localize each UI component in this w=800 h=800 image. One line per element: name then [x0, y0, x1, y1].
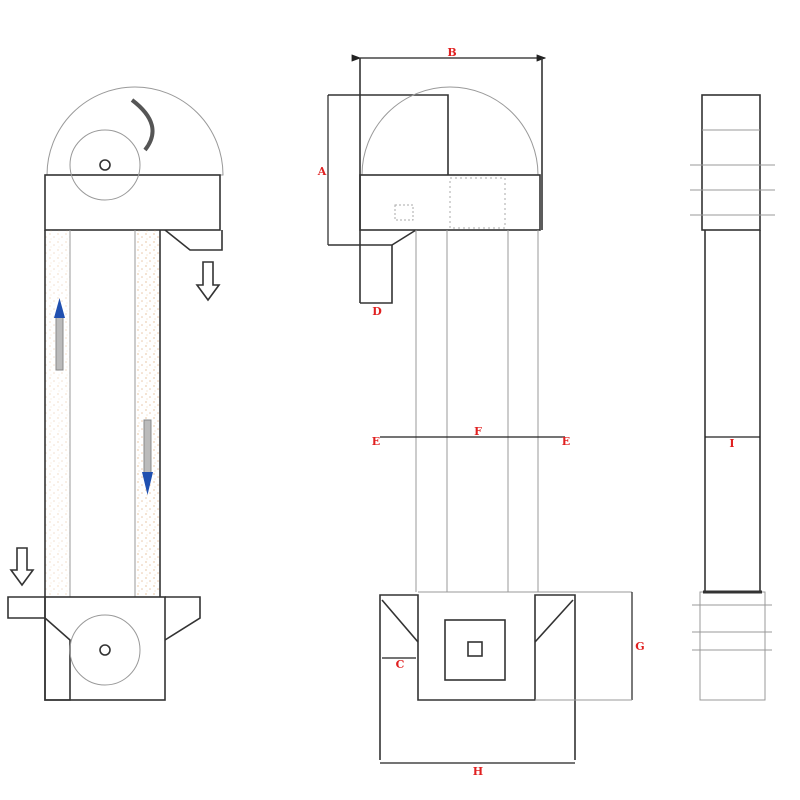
head-bucket — [130, 98, 155, 152]
boot-inspection-door — [444, 619, 506, 681]
boot — [379, 594, 576, 760]
head-hood — [46, 86, 224, 176]
dim-label-f: F — [474, 425, 482, 438]
arrow-up-icon — [54, 298, 65, 371]
dim-label-e-right: E — [562, 435, 570, 448]
inlet-hopper — [7, 596, 71, 701]
head-hood — [361, 86, 539, 176]
discharge-spout — [360, 245, 393, 304]
down-leg-fill — [135, 230, 160, 595]
dim-label-e-left: E — [372, 435, 380, 448]
head-frame — [359, 174, 541, 231]
boot — [699, 591, 766, 701]
dim-label-h: H — [473, 765, 483, 778]
front-view: B A D E F E G C H — [317, 46, 645, 778]
dim-label-d: D — [372, 305, 382, 318]
boot-flange — [164, 596, 201, 641]
dim-label-g: G — [635, 640, 644, 653]
dim-label-a: A — [317, 165, 327, 178]
feed-arrow-icon — [9, 547, 35, 587]
arrow-down-icon — [142, 419, 153, 495]
dim-label-b: B — [447, 46, 456, 59]
discharge-arrow-icon — [195, 261, 221, 302]
end-view: I — [690, 94, 775, 701]
boot — [44, 596, 166, 701]
head-frame — [44, 174, 221, 231]
head-casing — [701, 94, 761, 231]
head-pulley — [69, 129, 141, 201]
side-view — [7, 86, 224, 701]
up-leg-fill — [45, 230, 70, 595]
dim-label-i: I — [729, 437, 734, 450]
boot-pulley — [69, 614, 141, 686]
discharge-chute — [164, 229, 223, 251]
head-bearing — [449, 177, 506, 229]
dim-label-c: C — [396, 658, 405, 671]
